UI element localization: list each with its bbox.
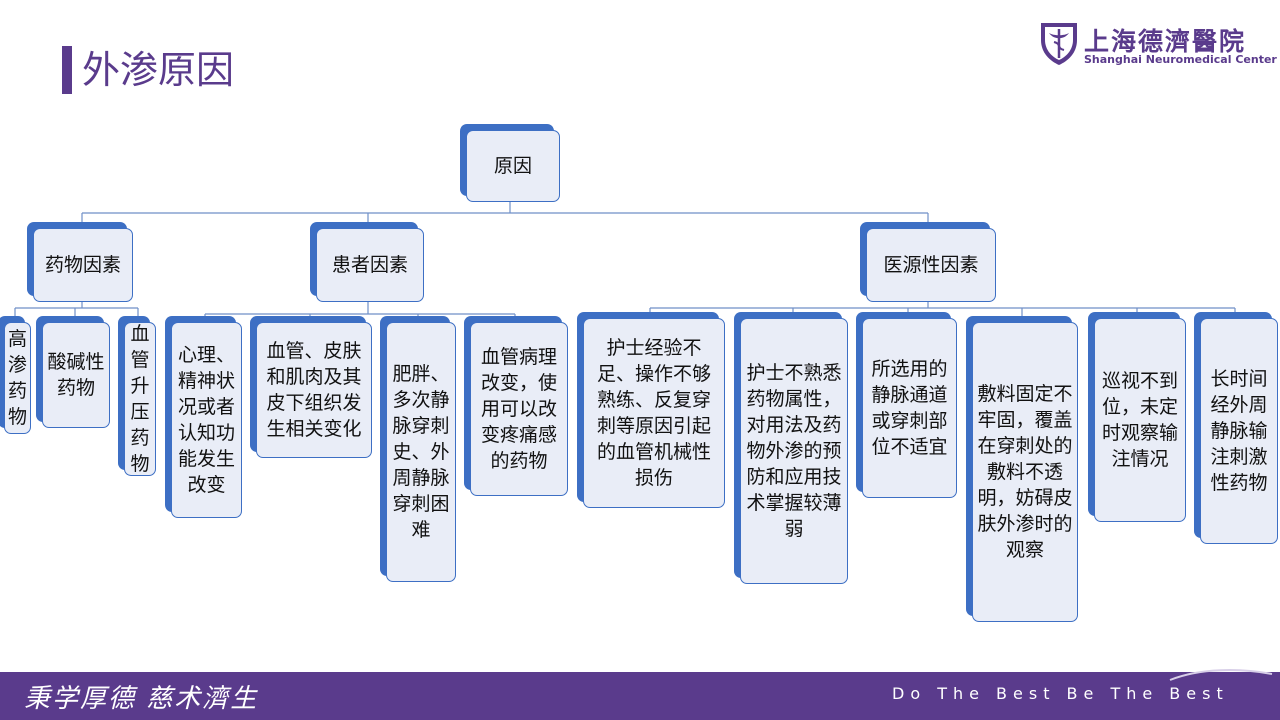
logo-chinese-name: 上海德濟醫院 <box>1084 27 1247 56</box>
footer-motto-english: Do The Best Be The Best <box>892 684 1229 703</box>
leaf-dressing-fixation: 敷料固定不牢固，覆盖在穿刺处的敷料不透明，妨碍皮肤外渗时的观察 <box>972 322 1078 622</box>
category-patient-factors: 患者因素 <box>316 228 424 302</box>
category-drug-factors: 药物因素 <box>33 228 133 302</box>
leaf-vascular-pathology-analgesics: 血管病理改变，使用可以改变疼痛感的药物 <box>470 322 568 496</box>
diagram-root-node: 原因 <box>466 130 560 202</box>
title-accent-bar <box>62 46 72 94</box>
hospital-logo: 上海德濟醫院 Shanghai Neuromedical Center <box>1038 20 1277 70</box>
leaf-inadequate-patrol: 巡视不到位，未定时观察输注情况 <box>1094 318 1186 522</box>
leaf-long-peripheral-irritant-infusion: 长时间经外周静脉输注刺激性药物 <box>1200 318 1278 544</box>
leaf-obesity-puncture-difficulty: 肥胖、多次静脉穿刺史、外周静脉穿刺困难 <box>386 322 456 582</box>
leaf-nurse-drug-knowledge: 护士不熟悉药物属性，对用法及药物外渗的预防和应用技术掌握较薄弱 <box>740 318 848 584</box>
leaf-hyperosmolar-drugs: 高渗药物 <box>4 322 31 434</box>
leaf-vessel-skin-muscle-change: 血管、皮肤和肌肉及其皮下组织发生相关变化 <box>256 322 372 458</box>
hospital-emblem-icon <box>1041 23 1077 65</box>
page-title: 外渗原因 <box>82 48 235 92</box>
leaf-unsuitable-vein-site: 所选用的静脉通道或穿刺部位不适宜 <box>862 318 957 498</box>
leaf-vasopressor-drugs: 血管升压药物 <box>124 322 156 476</box>
footer-motto-chinese: 秉学厚德 慈术濟生 <box>24 684 259 714</box>
footer-swoosh-decoration <box>1169 669 1273 681</box>
footer-band <box>0 672 1280 720</box>
leaf-psychological-cognitive-change: 心理、精神状况或者认知功能发生改变 <box>171 322 242 518</box>
leaf-acid-base-drugs: 酸碱性药物 <box>42 322 110 428</box>
category-iatrogenic-factors: 医源性因素 <box>866 228 996 302</box>
leaf-nurse-inexperience: 护士经验不足、操作不够熟练、反复穿刺等原因引起的血管机械性损伤 <box>583 318 725 508</box>
logo-english-name: Shanghai Neuromedical Center <box>1084 53 1277 66</box>
